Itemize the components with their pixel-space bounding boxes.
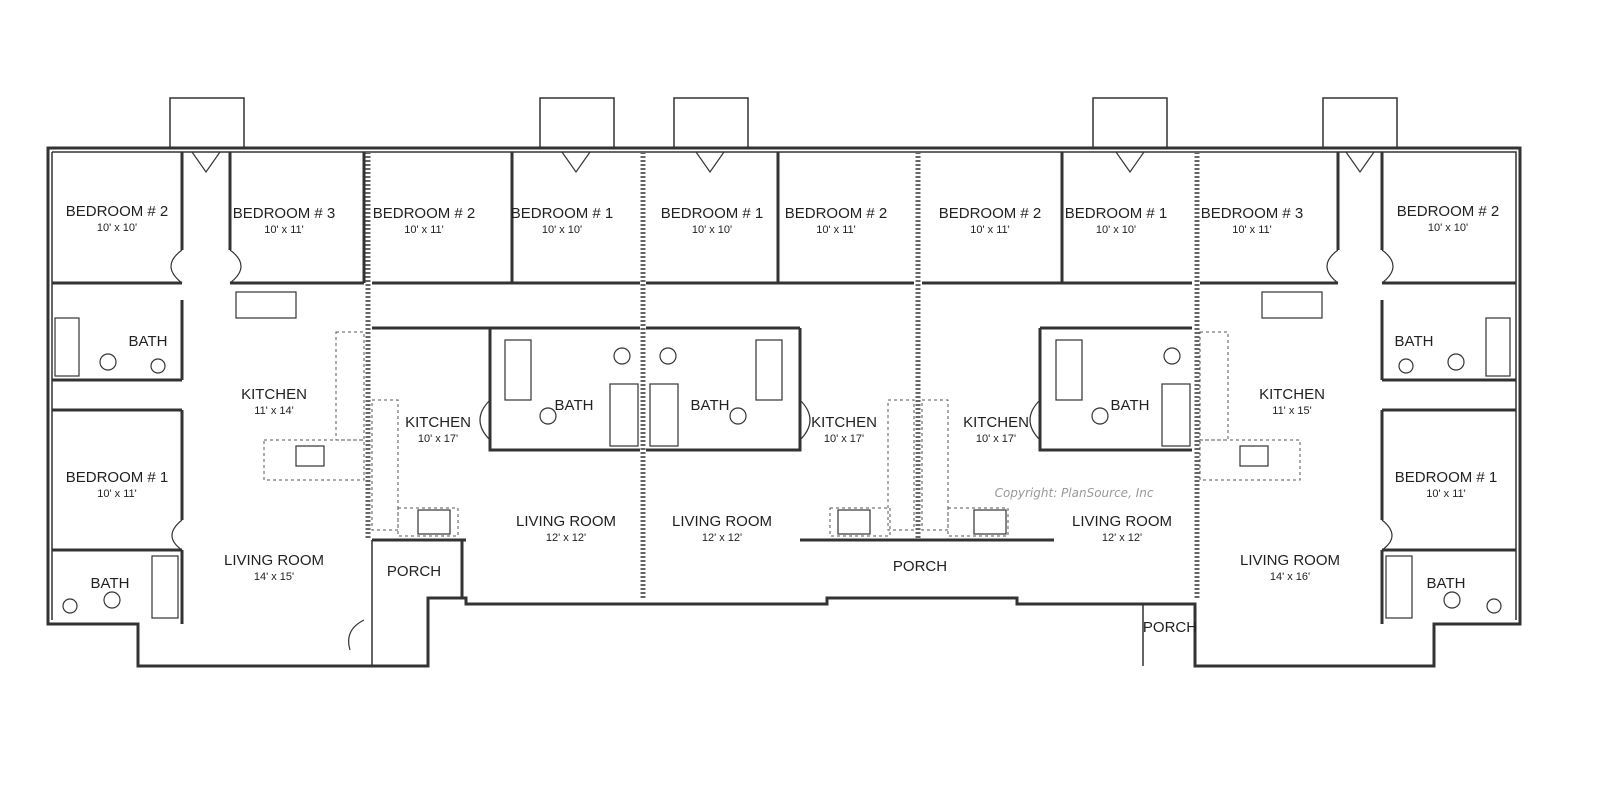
room-dim-u5-living: 14' x 16'	[1270, 571, 1310, 583]
room-name-u5-bedroom-1: BEDROOM # 1	[1395, 469, 1498, 486]
chimneys	[169, 97, 1398, 149]
room-name-u5-bath-1: BATH	[1395, 333, 1434, 350]
fixtures	[54, 291, 1511, 619]
room-dim-u3-kitchen: 10' x 17'	[824, 433, 864, 445]
party-walls	[365, 152, 1200, 600]
room-name-porch-2: PORCH	[893, 558, 947, 575]
room-name-u4-kitchen: KITCHEN	[963, 414, 1029, 431]
room-name-u2-bedroom-1: BEDROOM # 1	[511, 205, 614, 222]
room-dim-u5-kitchen: 11' x 15'	[1272, 405, 1311, 417]
room-name-u5-bedroom-3: BEDROOM # 3	[1201, 205, 1304, 222]
counters	[263, 331, 1301, 537]
doors	[170, 151, 1394, 651]
room-dim-u4-bedroom-1: 10' x 10'	[1096, 224, 1136, 236]
room-dim-u3-living: 12' x 12'	[702, 532, 742, 544]
room-name-u1-bedroom-2: BEDROOM # 2	[66, 203, 169, 220]
room-name-u3-kitchen: KITCHEN	[811, 414, 877, 431]
room-name-u1-kitchen: KITCHEN	[241, 386, 307, 403]
room-dim-u4-bedroom-2: 10' x 11'	[970, 224, 1009, 236]
room-dim-u3-bedroom-1: 10' x 10'	[692, 224, 732, 236]
room-dim-u1-bedroom-2: 10' x 10'	[97, 222, 137, 234]
room-dim-u2-bedroom-1: 10' x 10'	[542, 224, 582, 236]
room-labels: BEDROOM # 2 10' x 10' BEDROOM # 3 10' x 11'…	[66, 203, 1500, 636]
room-name-u4-living: LIVING ROOM	[1072, 513, 1172, 530]
room-name-u2-living: LIVING ROOM	[516, 513, 616, 530]
room-dim-u1-kitchen: 11' x 14'	[254, 405, 293, 417]
copyright-text: Copyright: PlanSource, Inc	[995, 486, 1154, 500]
room-dim-u1-bedroom-1: 10' x 11'	[97, 488, 136, 500]
room-name-u3-living: LIVING ROOM	[672, 513, 772, 530]
room-name-u5-living: LIVING ROOM	[1240, 552, 1340, 569]
room-dim-u3-bedroom-2: 10' x 11'	[816, 224, 855, 236]
room-name-u3-bedroom-1: BEDROOM # 1	[661, 205, 764, 222]
room-name-u5-bath-2: BATH	[1427, 575, 1466, 592]
room-dim-u2-bedroom-2: 10' x 11'	[404, 224, 443, 236]
room-name-u1-bedroom-1: BEDROOM # 1	[66, 469, 169, 486]
room-dim-u4-living: 12' x 12'	[1102, 532, 1142, 544]
interior-walls	[52, 152, 1516, 666]
room-name-u3-bedroom-2: BEDROOM # 2	[785, 205, 888, 222]
room-name-u2-bath: BATH	[555, 397, 594, 414]
room-name-u2-kitchen: KITCHEN	[405, 414, 471, 431]
room-dim-u1-bedroom-3: 10' x 11'	[264, 224, 303, 236]
room-name-u4-bedroom-2: BEDROOM # 2	[939, 205, 1042, 222]
room-dim-u5-bedroom-1: 10' x 11'	[1426, 488, 1465, 500]
room-dim-u5-bedroom-2: 10' x 10'	[1428, 222, 1468, 234]
room-name-porch-1: PORCH	[387, 563, 441, 580]
room-name-u5-bedroom-2: BEDROOM # 2	[1397, 203, 1500, 220]
room-name-u1-bedroom-3: BEDROOM # 3	[233, 205, 336, 222]
exterior-wall	[46, 146, 1522, 668]
room-dim-u2-kitchen: 10' x 17'	[418, 433, 458, 445]
room-name-u4-bedroom-1: BEDROOM # 1	[1065, 205, 1168, 222]
room-dim-u4-kitchen: 10' x 17'	[976, 433, 1016, 445]
room-name-u1-bath-1: BATH	[129, 333, 168, 350]
room-dim-u1-living: 14' x 15'	[254, 571, 294, 583]
room-name-u2-bedroom-2: BEDROOM # 2	[373, 205, 476, 222]
room-name-u5-kitchen: KITCHEN	[1259, 386, 1325, 403]
room-dim-u5-bedroom-3: 10' x 11'	[1232, 224, 1271, 236]
room-name-u1-bath-2: BATH	[91, 575, 130, 592]
room-dim-u2-living: 12' x 12'	[546, 532, 586, 544]
room-name-porch-3: PORCH	[1143, 619, 1197, 636]
room-name-u1-living: LIVING ROOM	[224, 552, 324, 569]
room-name-u3-bath: BATH	[691, 397, 730, 414]
room-name-u4-bath: BATH	[1111, 397, 1150, 414]
